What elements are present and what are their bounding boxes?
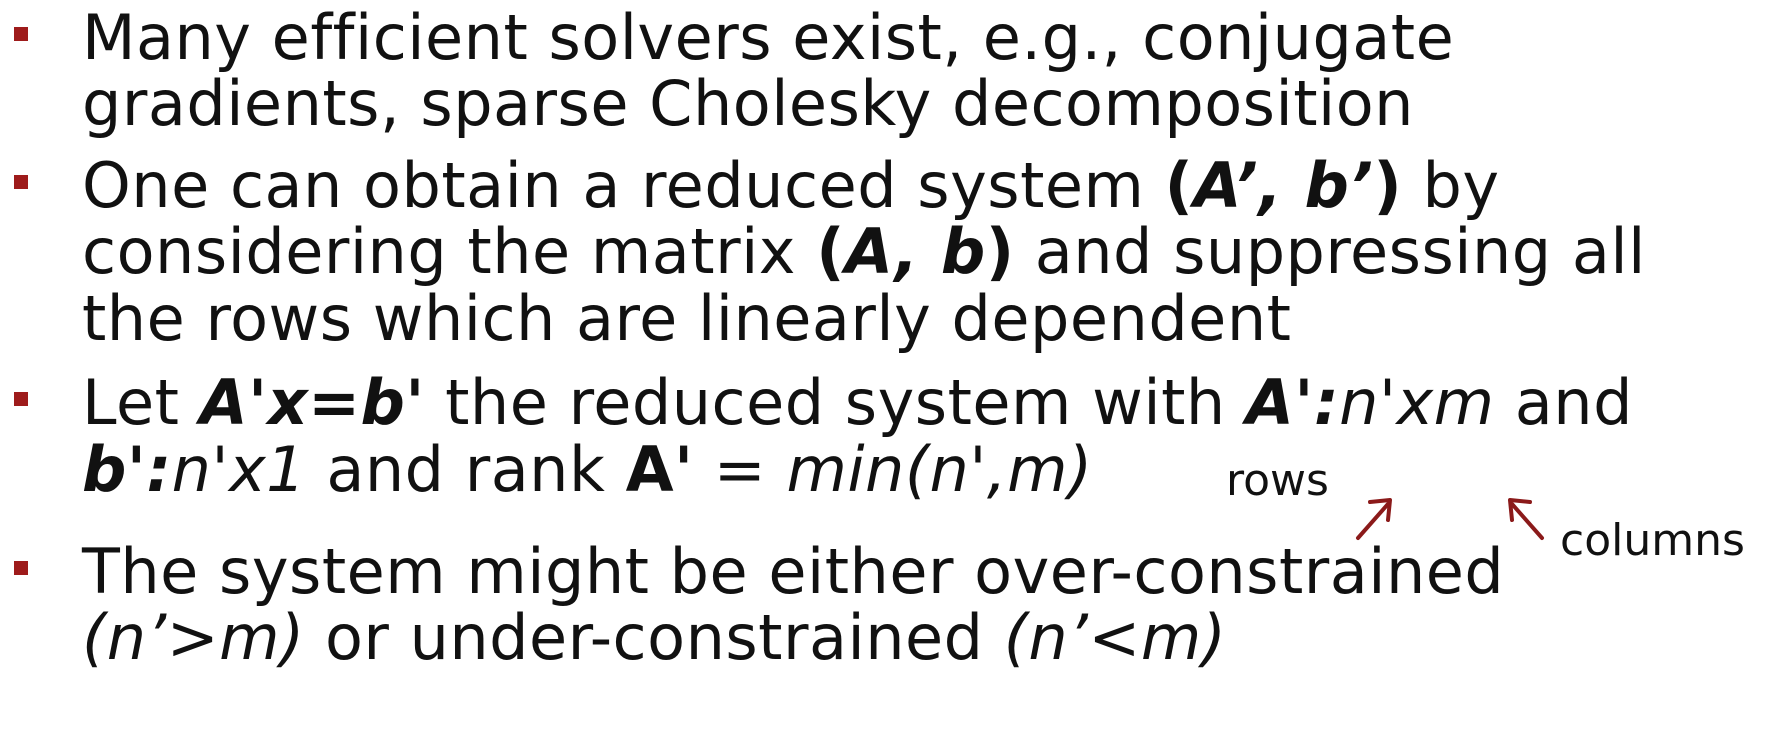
reduced-vector-b: b’ xyxy=(1304,149,1374,222)
vector-dimensions: n'x1 xyxy=(171,433,307,506)
bullet-3-text: the reduced system with xyxy=(424,366,1246,439)
bullet-3-text: Let xyxy=(82,366,200,439)
bullet-2-line-1: One can obtain a reduced system (A’, b’)… xyxy=(82,148,1500,224)
bullet-2-text-end: by xyxy=(1402,149,1500,222)
bullet-1-line-1: Many efficient solvers exist, e.g., conj… xyxy=(82,1,1455,74)
up-right-arrow-icon xyxy=(1356,498,1392,540)
bullet-4-text: or under-constrained xyxy=(304,601,1004,674)
bullet-2-line-2: considering the matrix (A, b) and suppre… xyxy=(82,214,1646,290)
under-constrained-condition: (n’<m) xyxy=(1003,601,1227,674)
vector-b: b xyxy=(940,215,986,288)
equals-sign: = xyxy=(693,433,787,506)
rank-value: min(n',m) xyxy=(786,433,1093,506)
bullet-1-line-2: gradients, sparse Cholesky decomposition xyxy=(82,67,1414,140)
up-left-arrow-icon xyxy=(1508,498,1544,540)
paren-open: ( xyxy=(1164,149,1194,222)
bullet-2-line-3: the rows which are linearly dependent xyxy=(82,282,1292,355)
vector-b-prime: b': xyxy=(82,433,172,506)
over-constrained-condition: (n’>m) xyxy=(82,601,305,674)
paren-close: ) xyxy=(985,215,1015,288)
bullet-marker-1 xyxy=(14,27,28,41)
bullet-2-text: considering the matrix xyxy=(82,215,817,288)
rows-label: rows xyxy=(1226,455,1329,506)
bullet-3-text: and rank xyxy=(306,433,626,506)
bullet-3-text-end: and xyxy=(1494,366,1633,439)
bullet-marker-4 xyxy=(14,561,28,575)
bullet-marker-3 xyxy=(14,392,28,406)
columns-label: columns xyxy=(1560,515,1745,566)
paren-open: ( xyxy=(816,215,846,288)
reduced-matrix-a: A’, xyxy=(1193,149,1305,222)
bullet-3-line-2: b':n'x1 and rank A' = min(n',m) xyxy=(82,432,1093,508)
matrix-a-prime: A': xyxy=(1245,366,1340,439)
bullet-4-line-2: (n’>m) or under-constrained (n’<m) xyxy=(82,600,1226,676)
bullet-4-line-1: The system might be either over-constrai… xyxy=(82,535,1505,608)
bullet-3-line-1: Let A'x=b' the reduced system with A':n'… xyxy=(82,365,1633,441)
paren-close: ) xyxy=(1373,149,1403,222)
bullet-2-text-end: and suppressing all xyxy=(1014,215,1646,288)
reduced-equation: A'x=b' xyxy=(199,366,425,439)
bullet-marker-2 xyxy=(14,175,28,189)
matrix-a: A, xyxy=(845,215,941,288)
rank-matrix: A' xyxy=(625,433,694,506)
bullet-2-text: One can obtain a reduced system xyxy=(82,149,1165,222)
matrix-dimensions: n'xm xyxy=(1339,366,1495,439)
